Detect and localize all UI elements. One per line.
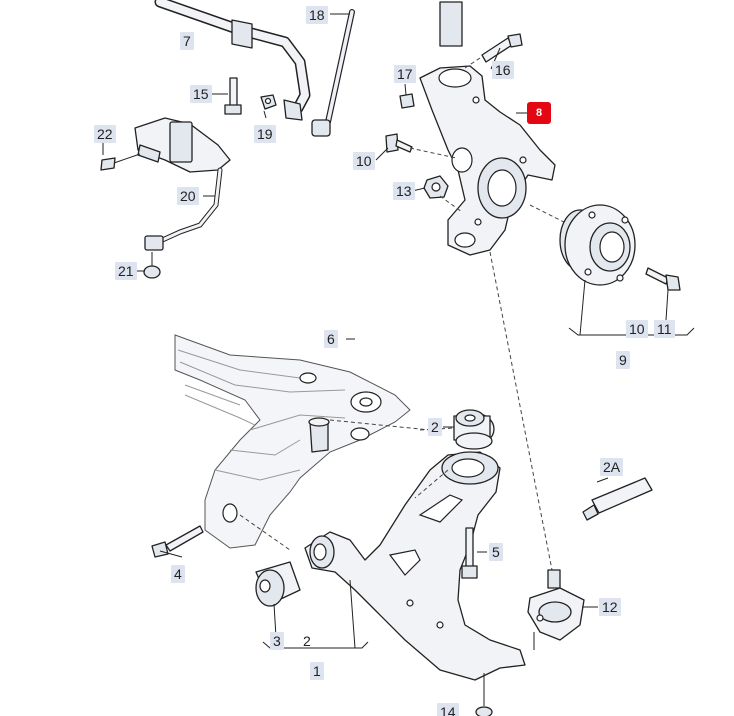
callout-4[interactable]: 4 bbox=[171, 565, 185, 583]
bushing-2-drawing bbox=[453, 409, 495, 450]
control-arm-drawing bbox=[304, 427, 526, 681]
callout-15[interactable]: 15 bbox=[190, 85, 212, 103]
bushing-3-drawing bbox=[255, 561, 301, 607]
bolt-14-drawing bbox=[475, 673, 493, 716]
callout-2-upper[interactable]: 2 bbox=[428, 418, 442, 436]
callout-10-hub[interactable]: 10 bbox=[626, 320, 648, 338]
subframe-drawing bbox=[174, 334, 431, 551]
wheel-hub-drawing bbox=[559, 204, 636, 286]
bolt-15-drawing bbox=[224, 77, 242, 115]
nut-13-drawing bbox=[423, 175, 449, 199]
callout-21[interactable]: 21 bbox=[115, 262, 137, 280]
callout-14[interactable]: 14 bbox=[437, 703, 459, 716]
callout-19[interactable]: 19 bbox=[254, 125, 276, 143]
hub-bolt-11-drawing bbox=[645, 267, 681, 291]
callout-2-lower[interactable]: 2 bbox=[303, 633, 311, 649]
ball-joint-drawing bbox=[527, 569, 585, 650]
bolt-5-drawing bbox=[461, 527, 478, 579]
callout-20[interactable]: 20 bbox=[177, 187, 199, 205]
bolt-10-knuckle-drawing bbox=[385, 133, 413, 153]
callout-11[interactable]: 11 bbox=[654, 320, 675, 338]
callout-22[interactable]: 22 bbox=[94, 125, 116, 143]
callout-13[interactable]: 13 bbox=[393, 182, 415, 200]
bolt-4-drawing bbox=[151, 525, 204, 558]
callout-18[interactable]: 18 bbox=[306, 6, 328, 24]
callout-7[interactable]: 7 bbox=[180, 32, 194, 50]
callout-5[interactable]: 5 bbox=[489, 543, 503, 561]
stabilizer-bar-drawing bbox=[154, 0, 311, 121]
callout-12[interactable]: 12 bbox=[599, 598, 621, 616]
callout-2A[interactable]: 2A bbox=[600, 458, 624, 476]
callout-6[interactable]: 6 bbox=[324, 330, 338, 348]
level-sensor-drawing bbox=[100, 117, 231, 279]
nut-17-drawing bbox=[399, 93, 415, 109]
callout-17[interactable]: 17 bbox=[394, 65, 416, 83]
nut-19-drawing bbox=[260, 94, 277, 110]
callout-16[interactable]: 16 bbox=[492, 61, 514, 79]
coupling-rod-drawing bbox=[311, 9, 355, 137]
grease-tube-drawing bbox=[582, 477, 653, 521]
callout-10-knuckle-bolt[interactable]: 10 bbox=[353, 152, 375, 170]
callout-3[interactable]: 3 bbox=[270, 632, 284, 650]
callout-8-highlighted[interactable]: 8 bbox=[527, 102, 551, 124]
callout-1[interactable]: 1 bbox=[310, 662, 324, 680]
wheel-bearing-housing-drawing bbox=[409, 1, 571, 571]
callout-9[interactable]: 9 bbox=[616, 351, 630, 369]
bolt-16-drawing bbox=[481, 33, 523, 63]
leader-lines bbox=[102, 13, 695, 649]
